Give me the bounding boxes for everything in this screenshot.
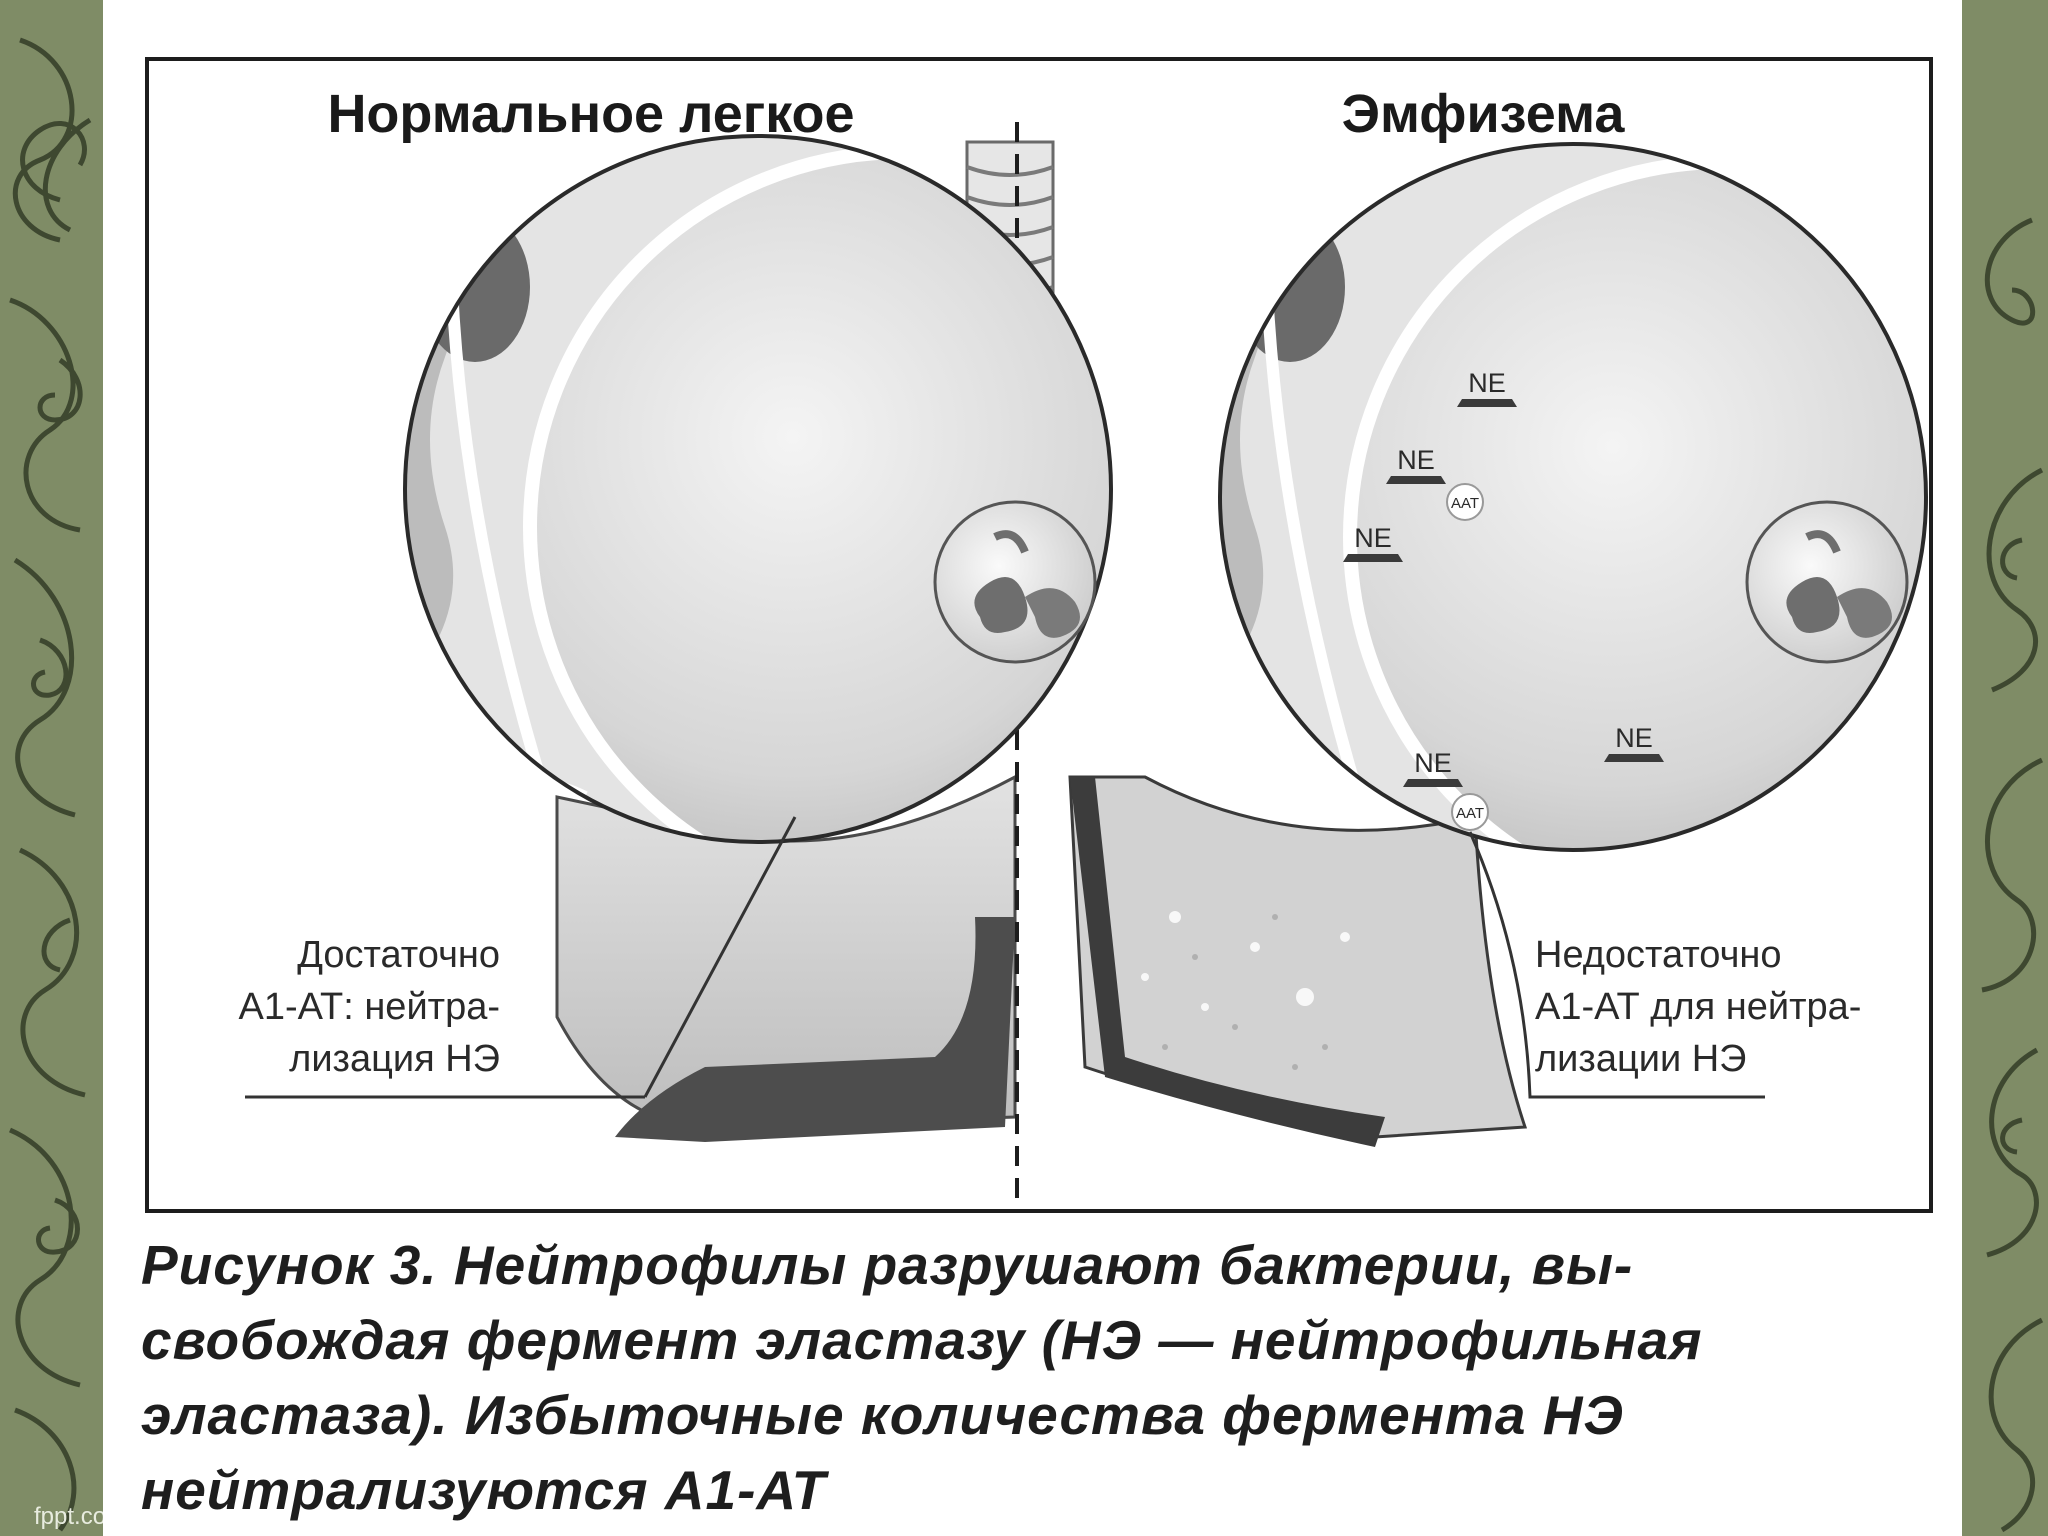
caption-line: эластаза). Избыточные количества фермент… bbox=[141, 1384, 1624, 1446]
neutrophil-cell-right bbox=[1747, 502, 1907, 662]
left-ornament-border: fppt.co bbox=[0, 0, 103, 1536]
neutrophil-cell-left bbox=[935, 502, 1095, 662]
ornament-swirls bbox=[10, 40, 90, 1530]
brand-watermark: fppt.co bbox=[34, 1503, 103, 1530]
right-annotation-line-1: Недостаточно bbox=[1535, 934, 1782, 976]
aat-label: AAT bbox=[1451, 495, 1479, 512]
caption-line: Рисунок 3. Нейтрофилы разрушают бактерии… bbox=[141, 1234, 1633, 1296]
left-annotation-line-3: лизация НЭ bbox=[289, 1038, 500, 1080]
right-annotation-line-2: А1-АТ для нейтра- bbox=[1535, 986, 1861, 1028]
left-annotation-line-2: А1-АТ: нейтра- bbox=[238, 986, 500, 1028]
emphysema-title: Эмфизема bbox=[1342, 84, 1626, 144]
aat-label: AAT bbox=[1456, 805, 1484, 822]
right-annotation-line-3: лизации НЭ bbox=[1535, 1038, 1747, 1080]
right-ornament-border bbox=[1962, 0, 2048, 1536]
ne-label: NE bbox=[1468, 368, 1506, 398]
slide-page: Нормальное легкое Эмфизема bbox=[103, 0, 1962, 1536]
ne-label: NE bbox=[1414, 748, 1452, 778]
caption-line: нейтрализуются А1-АТ bbox=[141, 1459, 826, 1521]
figure-illustration: Нормальное легкое Эмфизема bbox=[145, 57, 1933, 1213]
ne-label: NE bbox=[1615, 723, 1653, 753]
ne-label: NE bbox=[1397, 445, 1435, 475]
figure-caption: Рисунок 3. Нейтрофилы разрушают бактерии… bbox=[141, 1228, 1941, 1528]
ornament-swirls-right bbox=[1982, 220, 2042, 1530]
left-annotation-line-1: Достаточно bbox=[297, 934, 500, 976]
caption-line: свобождая фермент эластазу (НЭ — нейтроф… bbox=[141, 1309, 1703, 1371]
lung-diagram: Нормальное легкое Эмфизема bbox=[145, 57, 1933, 1213]
ne-label: NE bbox=[1354, 523, 1392, 553]
